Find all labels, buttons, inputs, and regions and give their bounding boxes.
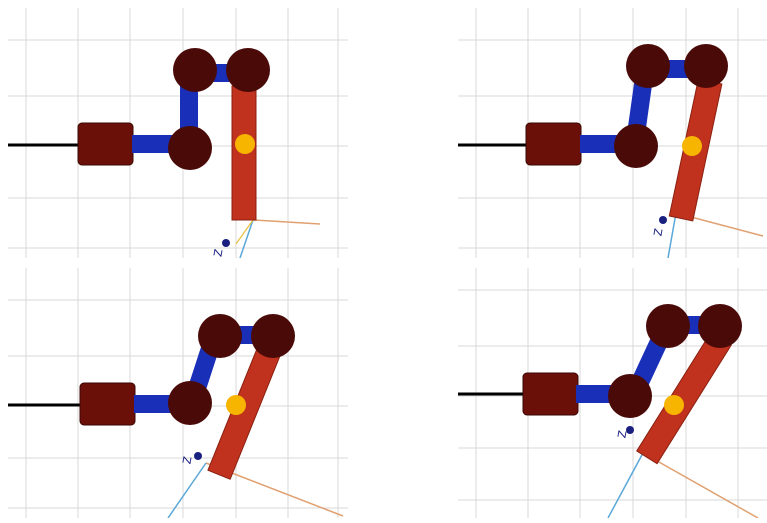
axis-origin-dot [222,239,230,247]
axis-origin-dot [626,426,634,434]
robot-scene: Z [8,268,348,518]
axis-label-z: Z [180,455,194,465]
grid [458,268,767,518]
joint-shoulder [168,126,212,170]
axis-lines [235,219,321,258]
joint-top-left [626,44,670,88]
axis-label-z: Z [615,429,629,439]
robot-view-top-right: Z [458,8,767,258]
robot-view-bottom-right: Z [458,268,767,518]
axis-origin-dot [659,216,667,224]
joint-top-right [226,48,270,92]
axis-lines [667,212,764,258]
axis-origin-dot [194,452,202,460]
robot-scene: Z [458,268,767,518]
base-cylinder [77,122,134,166]
target-marker [664,395,684,415]
target-marker [235,134,255,154]
joint-top-right [698,304,742,348]
base-cylinder [79,382,136,426]
robot-scene: Z [458,8,767,258]
joint-shoulder [168,381,212,425]
base-cylinder [525,122,582,166]
axis-label-z: Z [651,227,665,237]
axis-lines [607,452,759,518]
joint-shoulder [614,124,658,168]
joint-top-left [198,314,242,358]
joint-top-right [684,44,728,88]
axis-label-z: Z [211,248,225,258]
base-cylinder [522,372,579,416]
grid [458,8,767,258]
joint-top-left [173,48,217,92]
joint-shoulder [608,374,652,418]
joint-top-right [251,314,295,358]
axis-lines [167,462,344,518]
robot-view-top-left: Z [8,8,348,258]
joint-top-left [646,304,690,348]
robot-scene: Z [8,8,348,258]
target-marker [226,395,246,415]
robot-view-bottom-left: Z [8,268,348,518]
target-marker [682,136,702,156]
